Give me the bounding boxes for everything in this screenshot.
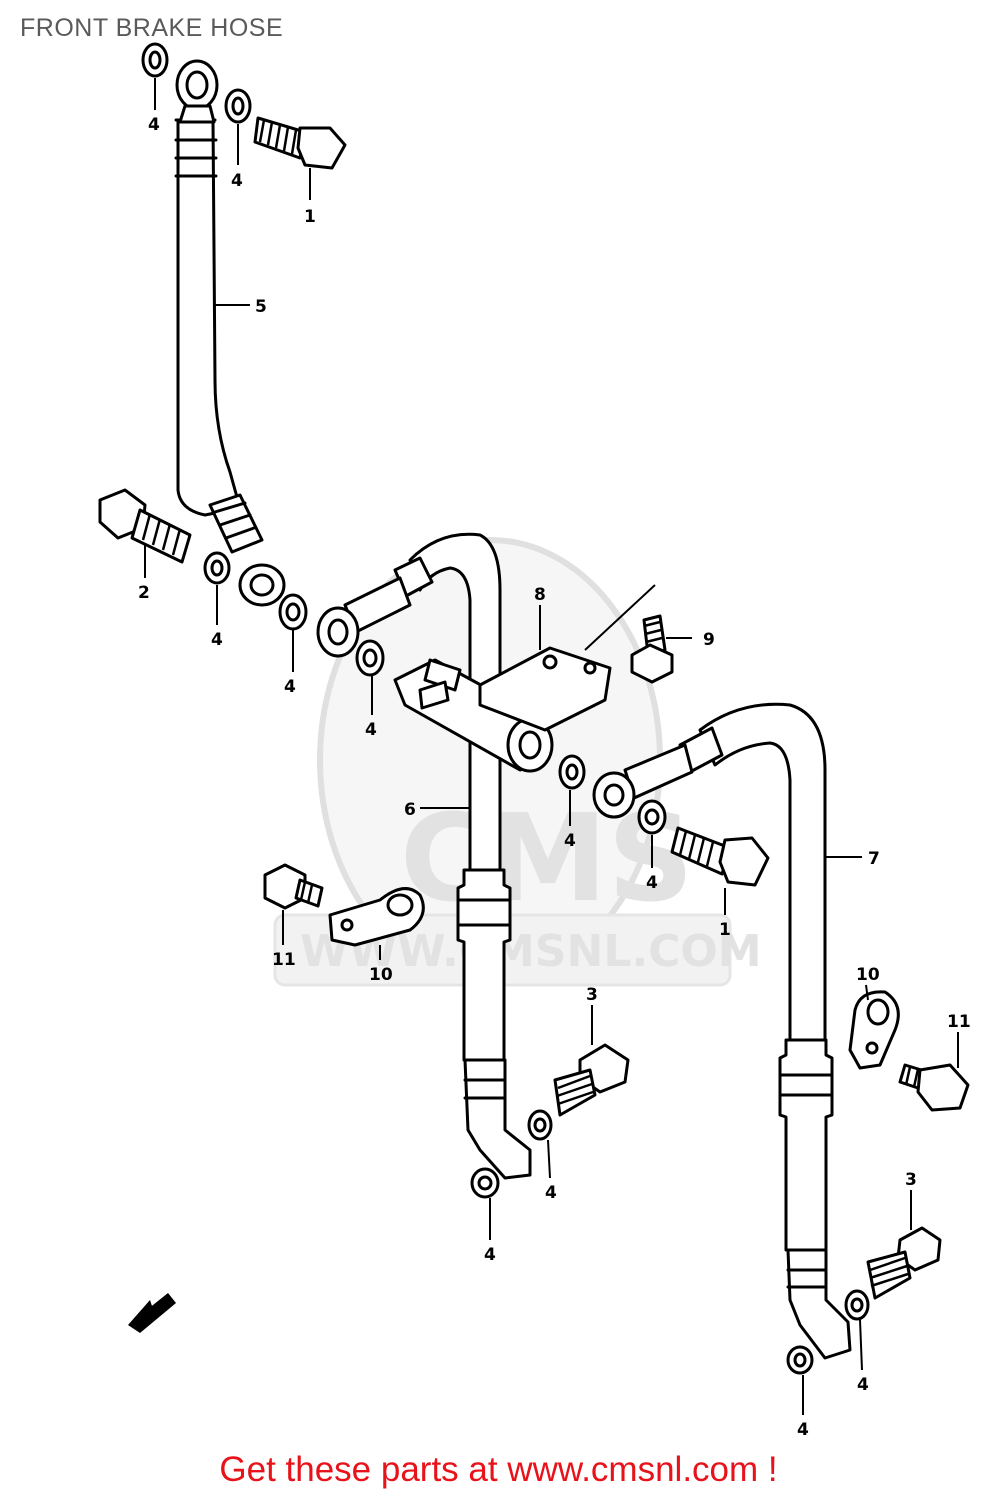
- callout-4: 4: [857, 1375, 869, 1395]
- callout-3: 3: [905, 1170, 917, 1190]
- banjo-fitting-hose-7-top: [592, 771, 636, 819]
- banjo-fitting-top: [175, 59, 219, 124]
- banjo-bolt-1-right: [670, 826, 770, 887]
- callout-8: 8: [534, 585, 546, 605]
- callout-4: 4: [484, 1245, 496, 1265]
- washer-4-hose-6-top: [355, 639, 385, 677]
- clamp-10-right: [848, 990, 900, 1070]
- callout-6: 6: [404, 800, 416, 820]
- banjo-fitting-mid-left: [238, 563, 286, 607]
- callout-4: 4: [148, 115, 160, 135]
- banjo-bolt-2: [98, 488, 192, 564]
- washer-4-mid-a: [203, 551, 231, 585]
- front-direction-arrow-icon: [128, 1293, 176, 1333]
- banjo-bolt-3-right: [866, 1226, 942, 1300]
- banjo-bolt-1-top: [253, 116, 347, 170]
- bolt-9: [630, 614, 674, 684]
- callout-7: 7: [868, 849, 880, 869]
- washer-4-low-d: [786, 1345, 814, 1375]
- callout-4: 4: [284, 677, 296, 697]
- brake-hose-7: [623, 702, 852, 1360]
- callout-4: 4: [231, 171, 243, 191]
- callout-11: 11: [947, 1012, 971, 1032]
- callout-numbers: 4 4 1 5 2 4 4 4 6 8 9 4 4 1 7 11 10 3 4 …: [138, 115, 971, 1440]
- clamp-10-left: [328, 887, 425, 947]
- callout-4: 4: [564, 831, 576, 851]
- callout-9: 9: [703, 630, 715, 650]
- page-title: FRONT BRAKE HOSE: [20, 14, 284, 42]
- washer-4-top-left: [141, 42, 169, 78]
- washer-4-top-right: [224, 88, 252, 124]
- callout-10: 10: [369, 965, 393, 985]
- brake-hose-5: [174, 118, 264, 554]
- footer-link[interactable]: Get these parts at www.cmsnl.com !: [219, 1450, 778, 1489]
- leader-lines: [144, 78, 959, 1415]
- brake-hose-6: [343, 532, 532, 1180]
- washer-4-low-b: [470, 1167, 500, 1199]
- banjo-bolt-3-left: [553, 1043, 630, 1117]
- callout-4: 4: [646, 873, 658, 893]
- bolt-11-right: [898, 1063, 970, 1112]
- callout-1: 1: [719, 920, 731, 940]
- washer-4-low-a: [527, 1109, 553, 1141]
- callout-3: 3: [586, 985, 598, 1005]
- washer-4-mid-b: [278, 593, 308, 631]
- washer-4-low-c: [844, 1289, 870, 1321]
- banjo-fitting-hose-6-top: [316, 606, 360, 658]
- bolt-11-left: [263, 863, 324, 910]
- callout-4: 4: [211, 630, 223, 650]
- callout-4: 4: [797, 1420, 809, 1440]
- washer-4-hose-7-top: [637, 799, 667, 835]
- callout-2: 2: [138, 583, 150, 603]
- callout-4: 4: [365, 720, 377, 740]
- brake-hose-joint-8: [393, 646, 612, 773]
- callout-11: 11: [272, 950, 296, 970]
- washer-4-joint-right: [558, 754, 586, 790]
- callout-5: 5: [255, 297, 267, 317]
- callout-10: 10: [856, 965, 880, 985]
- callout-4: 4: [545, 1183, 557, 1203]
- callout-1: 1: [304, 207, 316, 227]
